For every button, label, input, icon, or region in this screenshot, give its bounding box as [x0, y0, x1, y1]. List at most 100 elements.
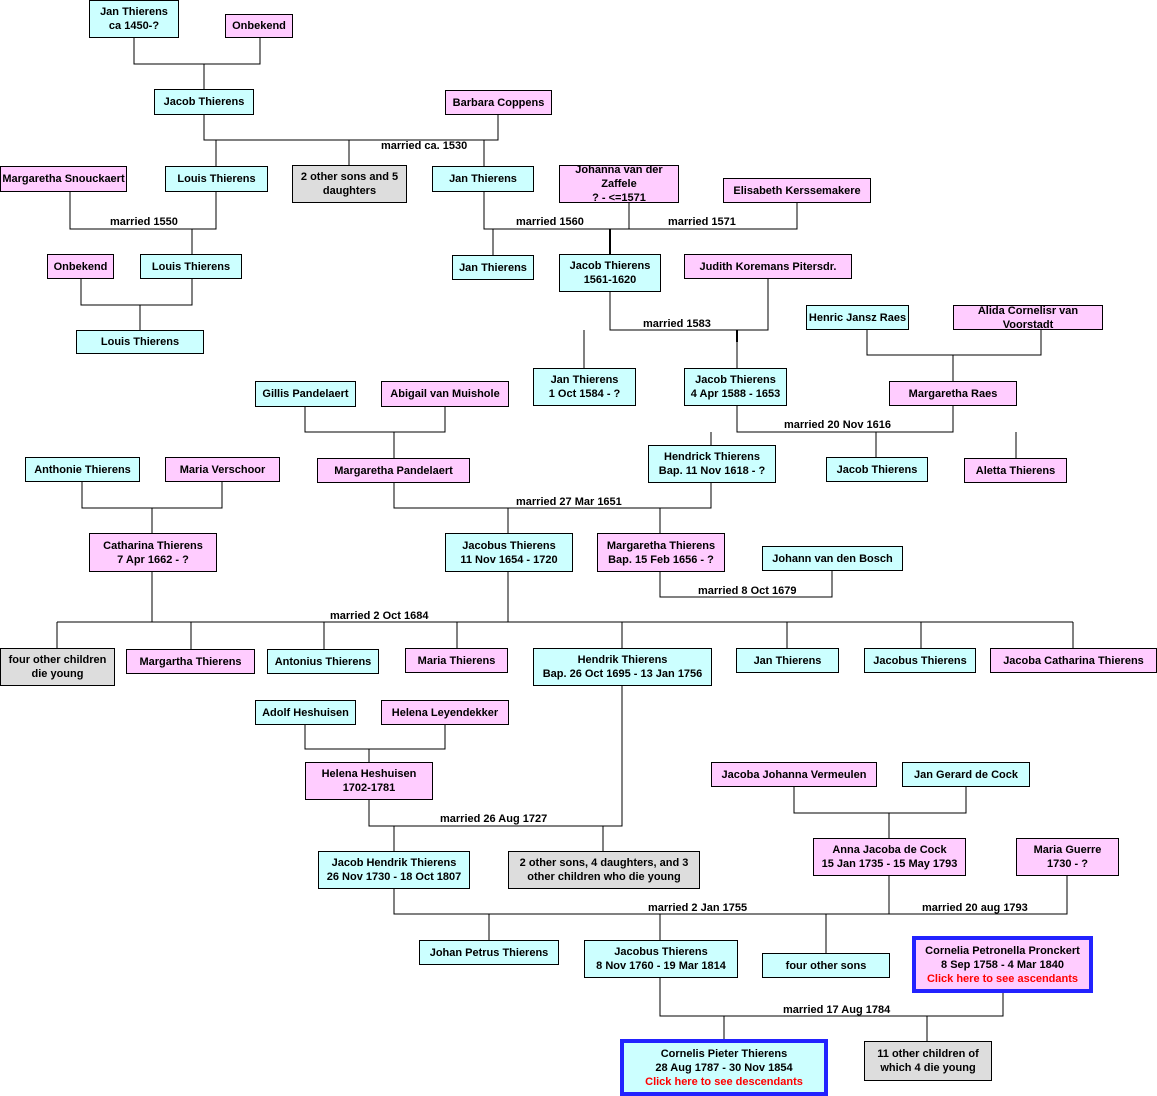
connector-line	[659, 571, 833, 598]
person-dates: 8 Nov 1760 - 19 Mar 1814	[596, 960, 726, 972]
person-name: Judith Koremans Pitersdr.	[699, 260, 837, 273]
person-box: Jacob Hendrik Thierens 26 Nov 1730 - 18 O…	[318, 851, 470, 889]
person-name: Maria Thierens	[417, 654, 496, 667]
person-dates: ? - <=1571	[592, 192, 646, 204]
connector-line	[304, 725, 446, 750]
person-name: 2 other sons, 4 daughters, and 3	[519, 857, 689, 869]
person-box: Jacobus Thierens 8 Nov 1760 - 19 Mar 1814	[584, 940, 738, 978]
person-box: Maria Verschoor	[165, 457, 280, 482]
connector-line	[393, 483, 712, 509]
person-name: Helena Heshuisen	[321, 768, 417, 780]
person-box: Jan Thierens	[736, 648, 839, 673]
person-name: Louis Thierens	[151, 260, 231, 273]
person-box: Johanna van der Zaffele ? - <=1571	[559, 164, 679, 204]
person-name: Margartha Thierens	[139, 655, 242, 668]
person-dates: 1702-1781	[342, 782, 396, 794]
marriage-label: married 26 Aug 1727	[440, 813, 548, 825]
person-name: Hendrik Thierens	[577, 654, 668, 666]
person-name: four other children	[8, 654, 107, 666]
person-name: Jan Thierens	[550, 374, 619, 386]
person-dates: which 4 die young	[880, 1062, 976, 1074]
person-name: Louis Thierens	[100, 336, 180, 348]
person-name: Louis Thierens	[177, 173, 256, 185]
person-dates: 26 Nov 1730 - 18 Oct 1807	[326, 871, 462, 883]
person-dates: die young	[31, 668, 84, 680]
person-dates: 1 Oct 1584 - ?	[548, 388, 621, 400]
person-name: Cornelis Pieter Thierens	[660, 1047, 788, 1060]
person-box: Henric Jansz Raes	[806, 305, 909, 330]
connector-line	[793, 787, 967, 814]
sibling-group-box: 2 other sons, 4 daughters, and 3 other ch…	[508, 851, 700, 889]
connector-line	[866, 330, 1042, 356]
person-name: Aletta Thierens	[975, 464, 1056, 477]
person-dates: Bap. 11 Nov 1618 - ?	[658, 465, 766, 477]
person-name: 11 other children of	[877, 1048, 979, 1060]
marriage-label: married ca. 1530	[381, 140, 468, 152]
person-name: Henric Jansz Raes	[808, 311, 907, 324]
marriage-label: married 27 Mar 1651	[516, 496, 622, 508]
person-name: Margaretha Raes	[908, 387, 998, 400]
person-name: Anna Jacoba de Cock	[832, 844, 947, 856]
marriage-label: married 1550	[110, 216, 178, 228]
person-name: Jacobus Thierens	[873, 654, 967, 667]
person-box: Antonius Thierens	[267, 649, 379, 674]
person-dates: Bap. 15 Feb 1656 - ?	[608, 553, 714, 566]
person-box: Anna Jacoba de Cock 15 Jan 1735 - 15 May …	[813, 838, 966, 876]
person-dates: 11 Nov 1654 - 1720	[460, 553, 558, 566]
person-box: Maria Guerre 1730 - ?	[1016, 838, 1119, 876]
person-name: Jacob Hendrik Thierens	[331, 857, 457, 869]
person-dates: other children who die young	[527, 871, 681, 883]
person-name: Jan Thierens	[100, 6, 168, 18]
person-box: Jacoba Catharina Thierens	[990, 648, 1157, 673]
person-box: Helena Heshuisen 1702-1781	[305, 762, 433, 800]
person-name: Maria Guerre	[1033, 844, 1102, 856]
person-name: Jacobus Thierens	[614, 946, 708, 958]
person-name: Jacobus Thierens	[462, 539, 556, 552]
marriage-label: married 2 Jan 1755	[648, 902, 748, 914]
see-descendants-link[interactable]: Click here to see descendants	[645, 1075, 803, 1088]
person-name: Catharina Thierens	[103, 539, 203, 552]
connector-line	[659, 978, 1004, 1017]
person-name: Jan Thierens	[459, 261, 527, 274]
person-box: Jan Thierens	[452, 255, 534, 280]
person-box: Margaretha Raes	[889, 381, 1017, 406]
marriage-label: married 17 Aug 1784	[783, 1004, 891, 1016]
person-name: Johan Petrus Thierens	[429, 946, 549, 959]
person-name: Johanna van der Zaffele	[575, 164, 663, 190]
connector-line	[304, 407, 446, 433]
marriage-label: married 1571	[668, 216, 736, 228]
person-box: Johann van den Bosch	[762, 546, 903, 571]
sibling-group-box: 11 other children of which 4 die young	[864, 1041, 992, 1081]
person-box: Gillis Pandelaert	[255, 381, 356, 407]
person-box: Jacob Thierens	[826, 457, 928, 482]
person-name: Abigail van Muishole	[390, 388, 500, 400]
sibling-group-box: four other children die young	[0, 648, 115, 686]
person-name: Antonius Thierens	[274, 655, 372, 668]
connector-line	[393, 876, 1068, 915]
person-name: Jan Thierens	[449, 173, 517, 185]
marriage-label: married 8 Oct 1679	[698, 585, 797, 597]
see-ascendants-link[interactable]: Click here to see ascendants	[926, 972, 1078, 985]
person-box: Johan Petrus Thierens	[419, 940, 559, 965]
person-box: Adolf Heshuisen	[255, 700, 356, 725]
person-name: four other sons	[785, 959, 867, 972]
person-name: Margaretha Pandelaert	[334, 464, 453, 477]
person-box: Louis Thierens	[165, 166, 268, 192]
person-dates: 1730 - ?	[1047, 858, 1088, 870]
person-box: Jan Gerard de Cock	[902, 762, 1030, 787]
person-name: Jacoba Catharina Thierens	[1003, 654, 1144, 667]
person-dates: 15 Jan 1735 - 15 May 1793	[821, 858, 958, 870]
person-name: Margaretha Snouckaert	[2, 173, 125, 185]
person-box: Louis Thierens	[76, 330, 204, 354]
person-name: Jacob Thierens	[163, 96, 245, 108]
person-box: four other sons	[762, 953, 890, 978]
person-name: Margaretha Thierens	[606, 539, 716, 552]
